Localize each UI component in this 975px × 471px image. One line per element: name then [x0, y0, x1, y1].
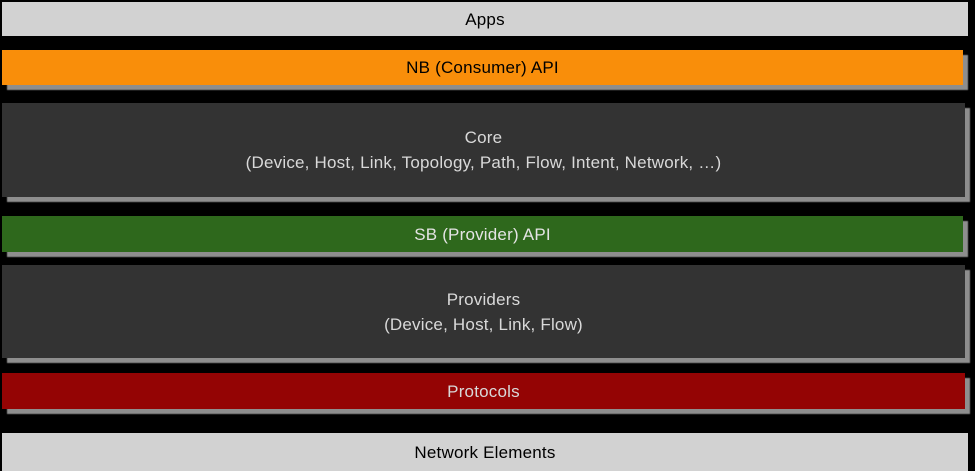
layer-providers: Providers (Device, Host, Link, Flow) [2, 265, 965, 358]
layer-network-elements: Network Elements [2, 433, 968, 471]
layer-apps: Apps [2, 2, 968, 36]
layer-core-sublabel: (Device, Host, Link, Topology, Path, Flo… [245, 153, 722, 172]
layer-core: Core (Device, Host, Link, Topology, Path… [2, 103, 965, 197]
layer-protocols: Protocols [2, 373, 965, 409]
layer-nb-consumer-api-label: NB (Consumer) API [406, 58, 559, 77]
layer-sb-provider-api: SB (Provider) API [2, 216, 963, 252]
layer-core-label: Core [464, 128, 503, 147]
layer-nb-consumer-api: NB (Consumer) API [2, 50, 963, 85]
layer-protocols-label: Protocols [447, 381, 520, 401]
layer-providers-sublabel: (Device, Host, Link, Flow) [384, 314, 583, 334]
layer-apps-label: Apps [465, 9, 505, 29]
layer-network-elements-label: Network Elements [414, 442, 556, 462]
layer-sb-provider-api-label: SB (Provider) API [414, 224, 551, 244]
layer-providers-label: Providers [446, 289, 521, 309]
